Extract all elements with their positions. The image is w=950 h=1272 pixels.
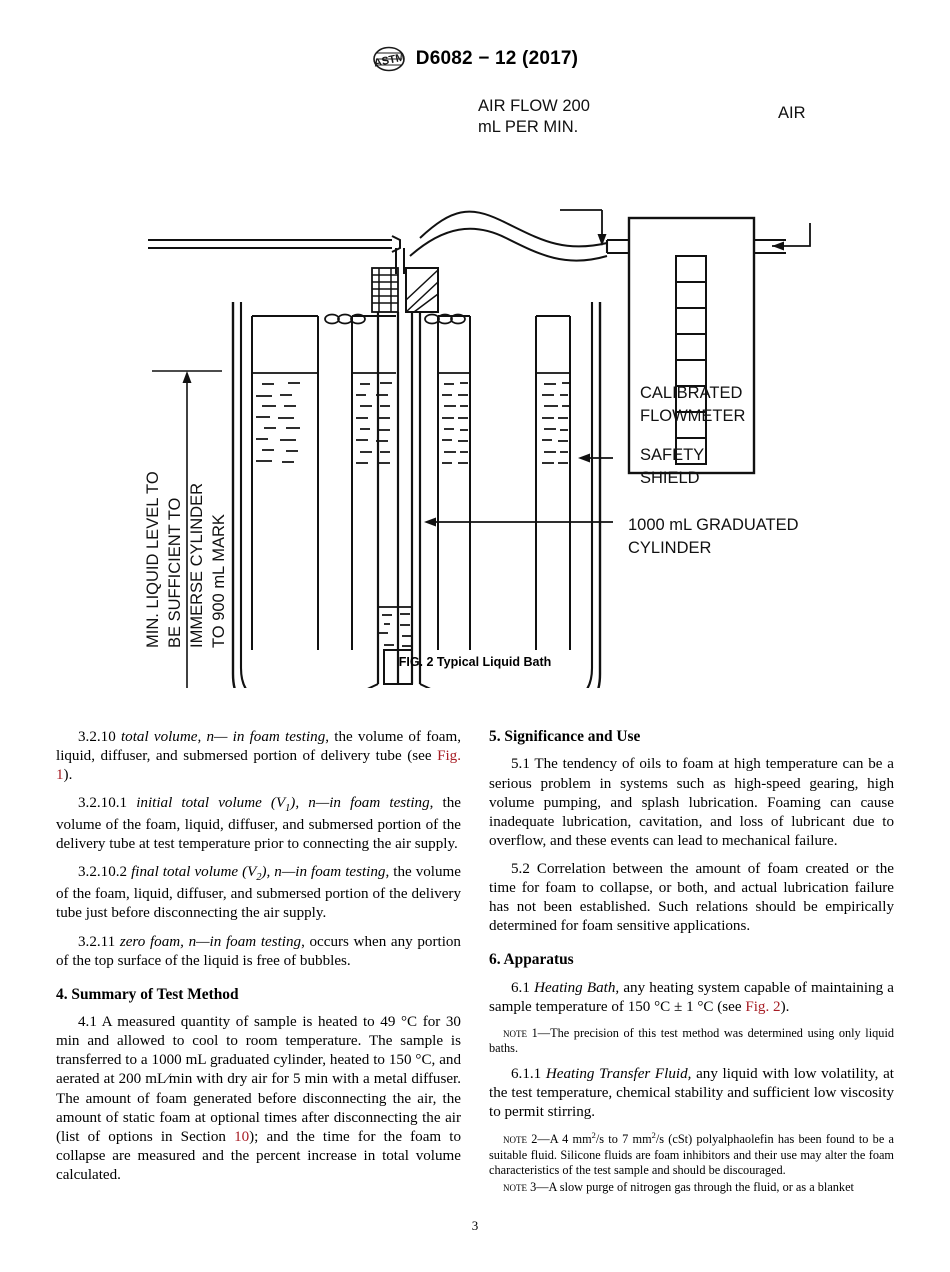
note-superscript-b: 2 (651, 1131, 656, 1141)
para-text-end: ). (63, 767, 73, 784)
note-text-c: /s (cSt) polyalphaolefin has been found … (489, 1132, 894, 1177)
note-3: Note 3—A slow purge of nitrogen gas thro… (489, 1180, 894, 1195)
note-superscript-a: 2 (591, 1131, 596, 1141)
cross-reference-fig-1[interactable]: Fig. 1 (56, 748, 461, 784)
paragraph-5-1: 5.1 The tendency of oils to foam at high… (489, 755, 894, 850)
defined-term: Heating Bath, (534, 979, 620, 996)
section-heading-6: 6. Apparatus (489, 951, 574, 969)
section-heading-4: 4. Summary of Test Method (56, 985, 239, 1003)
paragraph-3-2-11: 3.2.11 zero foam, n—in foam testing, occ… (56, 933, 461, 971)
label-shield-line2: SHIELD (640, 469, 700, 487)
note-text-a: —A 4 mm (537, 1132, 592, 1147)
para-text: The tendency of oils to foam at high tem… (489, 756, 894, 849)
term-part-b: ), n—in foam testing (261, 864, 386, 881)
note-text: —A slow purge of nitrogen gas through th… (536, 1179, 854, 1194)
label-dim-line3: IMMERSE CYLINDER (188, 483, 206, 648)
note-1: Note 1—The precision of this test method… (489, 1026, 894, 1056)
para-text: , the volume of the foam, liquid, diffus… (56, 864, 461, 922)
para-number: 4.1 (78, 1014, 97, 1031)
term-subscript: 2 (256, 872, 262, 884)
para-text-end: ). (780, 998, 790, 1015)
label-air: AIR (778, 104, 806, 122)
para-number: 6.1.1 (511, 1066, 542, 1083)
para-text-end: ); and the time for the foam to collapse… (56, 1128, 461, 1183)
para-text: , occurs when any portion of the top sur… (56, 933, 461, 969)
label-shield-line1: SAFETY (640, 446, 704, 464)
note-text: —The precision of this test method was d… (489, 1025, 895, 1055)
para-number: 3.2.11 (78, 933, 116, 950)
figure-typical-liquid-bath: AIR FLOW 200 mL PER MIN. AIR CALIBRATED … (0, 88, 950, 688)
para-number: 5.1 (511, 756, 530, 773)
para-number: 5.2 (511, 860, 530, 877)
defined-term: final total volume (V2), n—in foam testi… (131, 864, 386, 884)
para-number: 3.2.10.1 (78, 795, 128, 812)
page-header: ASTM D6082 − 12 (2017) (0, 46, 950, 72)
term-subscript: 1 (285, 803, 291, 815)
left-column: 3.2.10 total volume, n— in foam testing,… (56, 728, 461, 1197)
figure-caption: FIG. 2 Typical Liquid Bath (398, 655, 552, 669)
label-air-flow-line1: AIR FLOW 200 (478, 97, 590, 115)
paragraph-3-2-10: 3.2.10 total volume, n— in foam testing,… (56, 728, 461, 785)
label-dim-line1: MIN. LIQUID LEVEL TO (144, 471, 162, 648)
cross-reference-section-10[interactable]: 10 (234, 1128, 250, 1145)
note-2: Note 2—A 4 mm2/s to 7 mm2/s (cSt) polyal… (489, 1131, 894, 1177)
para-text: Correlation between the amount of foam c… (489, 860, 894, 935)
page-number: 3 (471, 1218, 479, 1233)
paragraph-6-1-1: 6.1.1 Heating Transfer Fluid, any liquid… (489, 1065, 894, 1122)
paragraph-3-2-10-2: 3.2.10.2 final total volume (V2), n—in f… (56, 863, 461, 923)
note-label: Note 1 (503, 1025, 538, 1040)
para-text: any heating system capable of maintainin… (489, 979, 894, 1015)
figure-diagram: AIR FLOW 200 mL PER MIN. AIR CALIBRATED … (144, 97, 811, 688)
paragraph-4-1: 4.1 A measured quantity of sample is hea… (56, 1013, 461, 1185)
paragraph-3-2-10-1: 3.2.10.1 initial total volume (V1), n—in… (56, 794, 461, 854)
standard-designation: D6082 − 12 (2017) (415, 48, 579, 69)
label-flowmeter-line2: FLOWMETER (640, 407, 745, 425)
paragraph-6-1: 6.1 Heating Bath, any heating system cap… (489, 979, 894, 1017)
defined-term: initial total volume (V1), n—in foam tes… (136, 795, 430, 815)
note-text-b: /s to 7 mm (595, 1132, 652, 1147)
term-part-b: ), n—in foam testing (290, 795, 430, 812)
para-number: 3.2.10 (78, 729, 116, 745)
label-cylinder-line2: CYLINDER (628, 539, 712, 557)
para-text: , the volume of foam, liquid, diffuser, … (56, 729, 461, 765)
term-part-a: final total volume (V (131, 864, 257, 881)
label-flowmeter-line1: CALIBRATED (640, 384, 742, 402)
label-dim-line2: BE SUFFICIENT TO (166, 497, 184, 648)
note-label: Note 3 (503, 1179, 537, 1194)
para-text: , the volume of the foam, liquid, diffus… (56, 795, 461, 853)
para-text: any liquid with low volatility, at the t… (489, 1066, 894, 1121)
para-number: 3.2.10.2 (78, 864, 128, 881)
paragraph-5-2: 5.2 Correlation between the amount of fo… (489, 860, 894, 936)
label-cylinder-line1: 1000 mL GRADUATED (628, 516, 799, 534)
para-text: A measured quantity of sample is heated … (56, 1014, 461, 1145)
label-dim-line4: TO 900 mL MARK (210, 514, 228, 648)
label-air-flow-line2: mL PER MIN. (478, 118, 578, 136)
defined-term: Heating Transfer Fluid, (545, 1066, 692, 1083)
defined-term: total volume, n— in foam testing (120, 729, 326, 745)
term-part-a: initial total volume (V (136, 795, 286, 812)
note-label: Note 2 (503, 1132, 538, 1147)
section-heading-5: 5. Significance and Use (489, 728, 641, 745)
astm-logo-icon: ASTM (372, 46, 406, 72)
body-columns: 3.2.10 total volume, n— in foam testing,… (56, 728, 894, 1197)
cross-reference-fig-2[interactable]: Fig. 2 (745, 998, 781, 1015)
para-number: 6.1 (511, 979, 530, 996)
right-column: 5. Significance and Use 5.1 The tendency… (489, 728, 894, 1197)
defined-term: zero foam, n—in foam testing (119, 933, 302, 950)
